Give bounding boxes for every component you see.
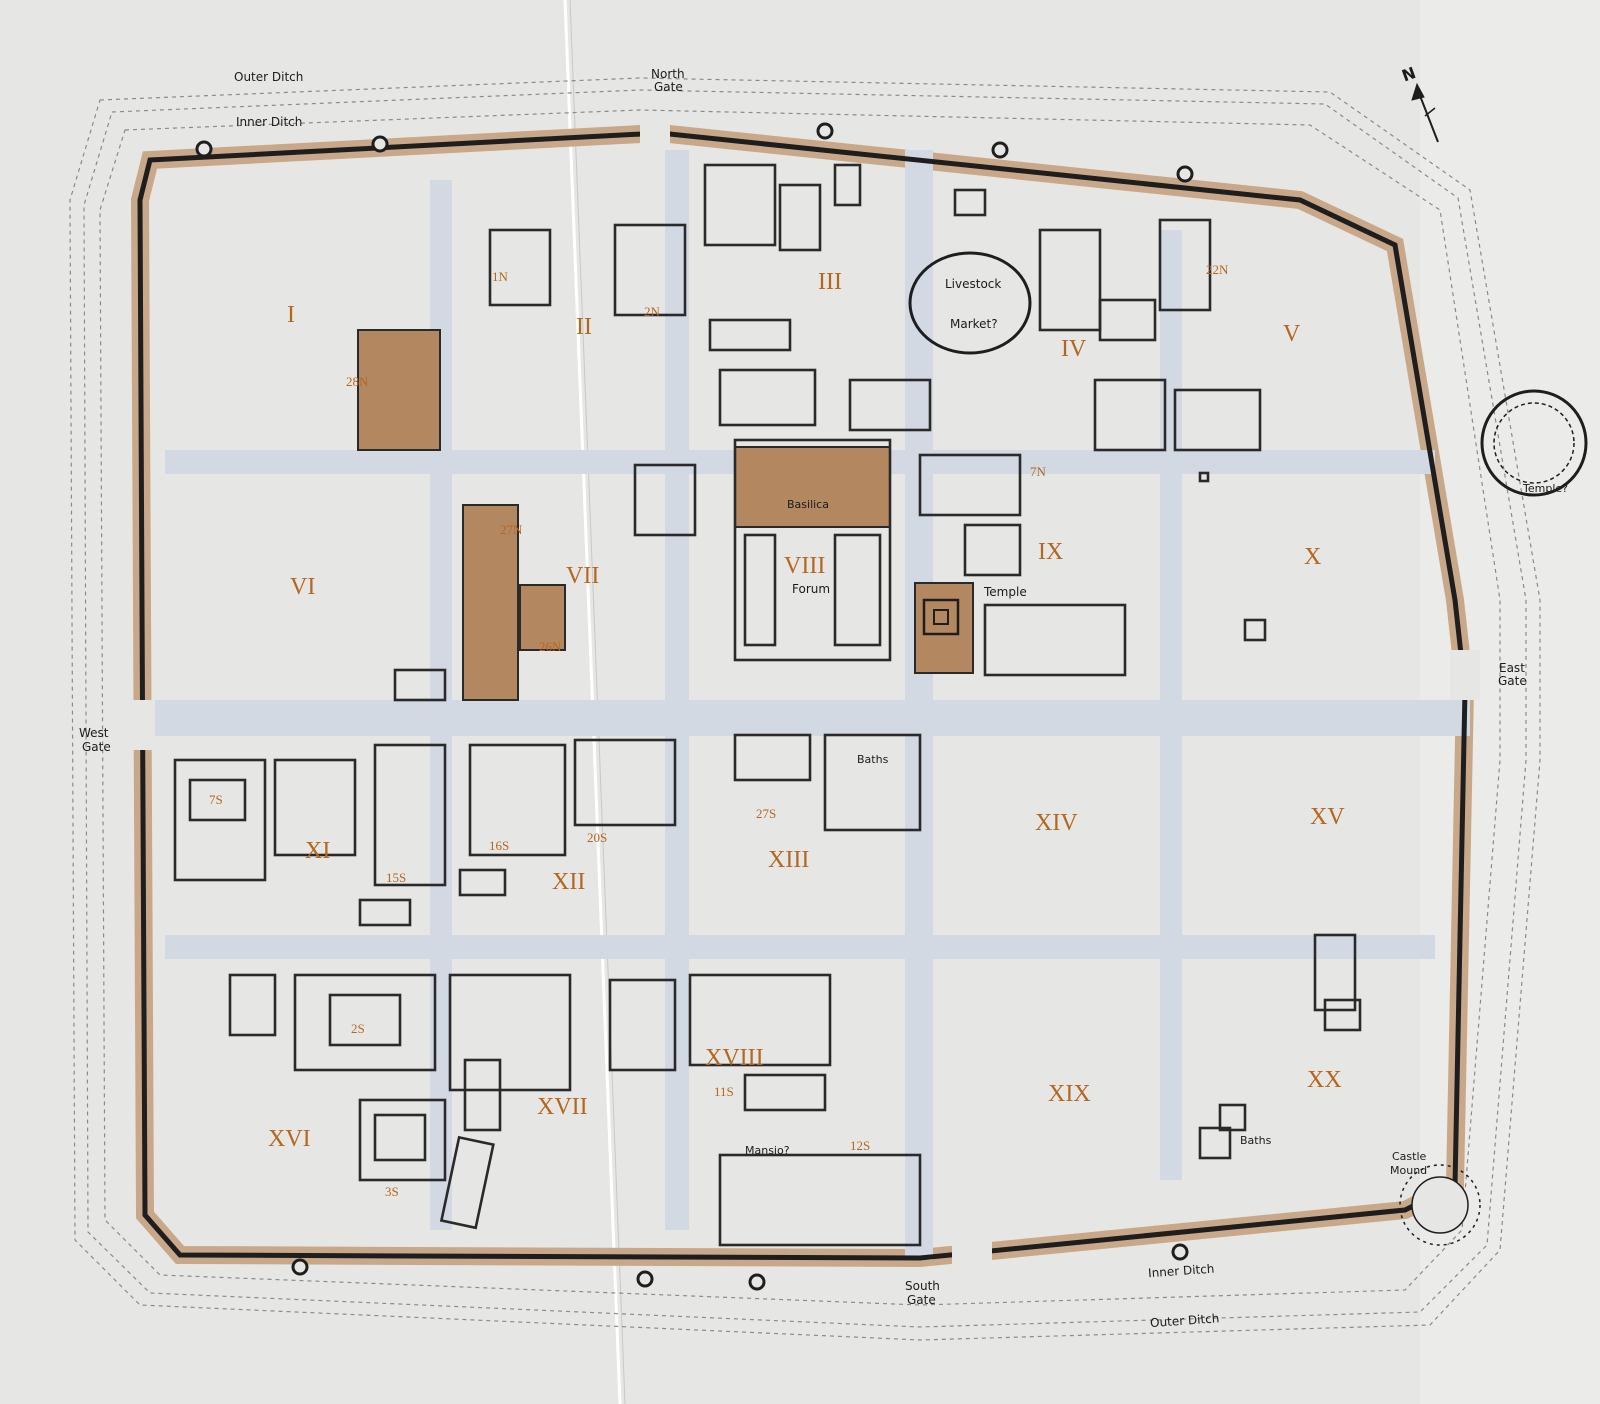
- insula-label: XIV: [1035, 810, 1078, 836]
- west-gate-label-1: West: [79, 726, 109, 740]
- south-gate-label-1: South: [905, 1279, 940, 1293]
- wall-towers: [195, 122, 1194, 1291]
- market-label: Market?: [950, 317, 998, 331]
- site-number: 20S: [587, 830, 607, 845]
- site-number: 12S: [850, 1138, 870, 1153]
- site-number: 7N: [1030, 464, 1047, 479]
- insula-label: IV: [1061, 336, 1087, 362]
- tower-icon: [636, 1270, 654, 1288]
- gate-openings: [125, 120, 1480, 1272]
- insula-label: VI: [290, 574, 315, 600]
- insula-label: XIX: [1048, 1081, 1091, 1107]
- tower-icon: [1176, 165, 1194, 183]
- tower-icon: [1171, 1243, 1189, 1261]
- insula-label: VIII: [784, 553, 825, 579]
- insula-label: XII: [552, 869, 585, 895]
- castle-mound-label-1: Castle: [1392, 1150, 1427, 1163]
- site-number: 26N: [539, 639, 562, 654]
- building-outlines: [173, 163, 1362, 1247]
- site-number: 15S: [386, 870, 406, 885]
- north-gate-label-2: Gate: [654, 80, 683, 94]
- outside-temple-label: Temple?: [1522, 482, 1568, 495]
- insula-label: X: [1304, 544, 1321, 570]
- east-gate-label-1: East: [1499, 661, 1525, 675]
- outer-ditch-label-top: Outer Ditch: [234, 70, 303, 84]
- east-gate-label-2: Gate: [1498, 674, 1527, 688]
- outer-ditch-label-bottom: Outer Ditch: [1150, 1311, 1220, 1330]
- insula-label: IX: [1038, 539, 1063, 565]
- site-number: 11S: [714, 1084, 734, 1099]
- site-numbers: 1N 2N 7N 22N 26N 27N 28N 2S 3S 7S 11S 12…: [209, 262, 1229, 1199]
- insula-label: V: [1283, 321, 1301, 347]
- livestock-label: Livestock: [945, 277, 1001, 291]
- site-number: 22N: [1206, 262, 1229, 277]
- site-number: 2N: [644, 304, 661, 319]
- inner-ditch: [99, 109, 1501, 1306]
- site-number: 7S: [209, 792, 223, 807]
- insula-numerals: I II III IV V VI VII VIII IX X XI XII XI…: [268, 269, 1345, 1152]
- basilica-label: Basilica: [787, 498, 829, 511]
- tower-icon: [291, 1258, 309, 1276]
- castle-mound-label-2: Mound: [1390, 1164, 1427, 1177]
- north-gate-label-1: North: [651, 67, 685, 81]
- insula-label: I: [287, 302, 295, 328]
- insula-label: XVI: [268, 1126, 311, 1152]
- insula-label: XVIII: [705, 1045, 764, 1071]
- temple-label: Temple: [983, 585, 1027, 599]
- west-gate-label-2: Gate: [82, 740, 111, 754]
- outer-ditch: [69, 77, 1541, 1341]
- site-number: 27N: [500, 522, 523, 537]
- street-grid: [150, 150, 1470, 1260]
- tower-icon: [816, 122, 834, 140]
- tower-icon: [371, 135, 389, 153]
- forum-label: Forum: [792, 582, 830, 596]
- insula-label: II: [576, 314, 592, 340]
- mansio-label: Mansio?: [745, 1144, 790, 1157]
- insula-label: XIII: [768, 847, 809, 873]
- baths-south-label: Baths: [1240, 1134, 1272, 1147]
- tower-icon: [748, 1273, 766, 1291]
- north-arrow-icon: [1411, 82, 1439, 143]
- south-gate-label-2: Gate: [907, 1293, 936, 1307]
- inner-ditch-label-top: Inner Ditch: [236, 115, 302, 129]
- insula-label: XV: [1310, 804, 1345, 830]
- insula-label: XVII: [537, 1094, 588, 1120]
- inner-ditch-label-bottom: Inner Ditch: [1148, 1262, 1215, 1281]
- tower-icon: [991, 141, 1009, 159]
- site-number: 3S: [385, 1184, 399, 1199]
- baths-north-label: Baths: [857, 753, 889, 766]
- site-number: 1N: [492, 269, 509, 284]
- site-number: 16S: [489, 838, 509, 853]
- tower-icon: [195, 140, 213, 158]
- excavated-areas: [357, 329, 974, 701]
- site-number: 2S: [351, 1021, 365, 1036]
- site-number: 28N: [346, 374, 369, 389]
- livestock-market-enclosure: [908, 251, 1032, 355]
- insula-label: XI: [305, 838, 330, 864]
- north-arrow-label: N: [1399, 63, 1418, 85]
- insula-label: VII: [566, 563, 599, 589]
- insula-label: III: [818, 269, 842, 295]
- round-temple-icon: [1480, 389, 1588, 497]
- temple-precinct: [922, 598, 960, 636]
- castle-mound-icon: [1399, 1164, 1481, 1246]
- insula-label: XX: [1307, 1067, 1342, 1093]
- site-number: 27S: [756, 806, 776, 821]
